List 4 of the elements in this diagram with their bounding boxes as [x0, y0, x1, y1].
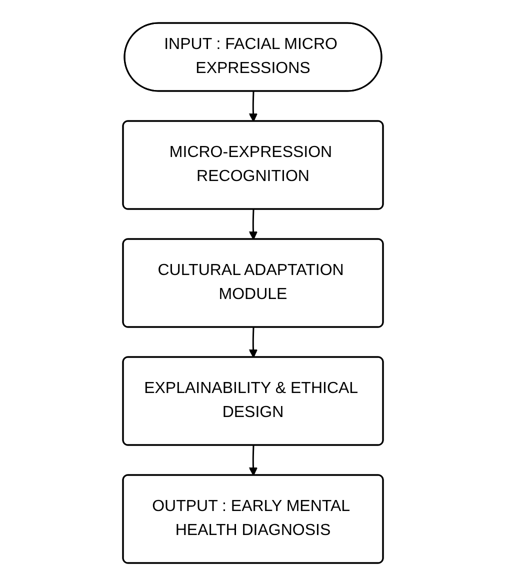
arrow: [248, 91, 258, 122]
arrow: [248, 327, 258, 358]
arrow: [248, 209, 258, 240]
arrow: [248, 445, 258, 476]
